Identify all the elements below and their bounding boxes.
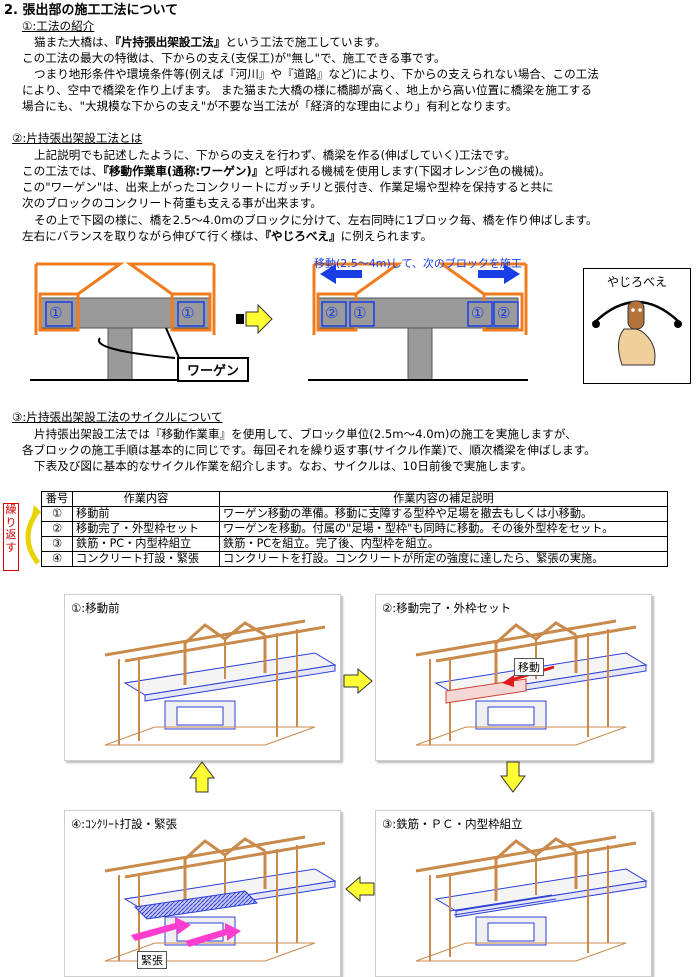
yajirobe-icon [592, 300, 682, 366]
step-panel-3-label: ③:鉄筋・ＰＣ・内型枠組立 [382, 817, 523, 831]
move-caption: 移動(2.5～4m)して、次のブロックを施工 [314, 257, 522, 270]
flow-arrow-down-icon [500, 761, 526, 793]
sec3-line2: 各ブロックの施工手順は基本的に同じです。毎回それを繰り返す事(サイクル作業)で、… [22, 443, 596, 457]
tension-badge: 緊張 [137, 951, 167, 969]
block-label-1-left: ① [49, 304, 63, 322]
blue-arrow-left-icon [320, 264, 362, 284]
sec2-title: ②:片持張出架設工法とは [12, 131, 143, 145]
sec1-line4: により、空中で橋梁を作り上げます。 また猫また大橋の様に橋脚が高く、地上から高い… [22, 83, 592, 97]
col-header-number: 番号 [41, 491, 73, 507]
row-number: ② [41, 521, 73, 537]
sec3-title: ③:片持張出架設工法のサイクルについて [12, 410, 223, 424]
row-task: 移動完了・外型枠セット [72, 521, 220, 537]
sec1-line5: 場合にも、"大規模な下からの支え"が不要な当工法が「経済的な理由により」有利とな… [22, 99, 518, 113]
flow-arrow-right-icon [343, 668, 373, 694]
row-number: ① [41, 506, 73, 522]
yajirobe-box: やじろべえ [583, 268, 691, 384]
table-row: ① 移動前 ワーゲン移動の準備。移動に支障する型枠や足場を撤去もしくは小移動。 [41, 506, 668, 522]
pier-diagram-left [30, 262, 220, 381]
row-task: 移動前 [72, 506, 220, 522]
block-label-2-left: ② [325, 304, 339, 322]
yajirobe-title: やじろべえ [606, 275, 667, 289]
cycle-table: 番号 作業内容 作業内容の補足説明 ① 移動前 ワーゲン移動の準備。移動に支障す… [41, 491, 668, 567]
sec1-line1: 猫また大橋は、『片持張出架設工法』という工法で施工しています。 [34, 35, 387, 49]
step-panel-2: ②:移動完了・外枠セット 移動 [375, 594, 652, 761]
flow-arrow-left-icon [345, 876, 375, 902]
col-header-task: 作業内容 [72, 491, 220, 507]
yellow-arrow-right-icon [236, 303, 273, 335]
table-row: ④ コンクリート打設・緊張 コンクリートを打設。コンクリートが所定の強度に達した… [41, 551, 668, 567]
repeat-arrow-icon [25, 505, 42, 565]
sec3-line1: 片持張出架設工法では『移動作業車』を使用して、ブロック単位(2.5m～4.0m)… [34, 427, 577, 441]
block-label-1-right-b: ① [471, 304, 485, 322]
wagen-label: ワーゲン [177, 357, 250, 382]
sec1-line3: つまり地形条件や環境条件等(例えば『河川』や『道路』など)により、下からの支えら… [34, 67, 599, 81]
sec2-line6: 左右にバランスを取りながら伸びて行く様は、『やじろべえ』に例えられます。 [22, 229, 433, 243]
sec2-line1: 上記説明でも記述したように、下からの支えを行わず、橋梁を作る(伸ばしていく)工法… [34, 148, 516, 162]
flow-arrow-up-icon [189, 761, 215, 793]
sec2-line4: 次のブロックのコンクリート荷重も支える事が出来ます。 [22, 196, 322, 210]
blue-arrow-right-icon [478, 264, 520, 284]
step-panel-4-label: ④:ｺﾝｸﾘｰﾄ打設・緊張 [71, 817, 178, 831]
step-panel-3: ③:鉄筋・ＰＣ・内型枠組立 [375, 810, 652, 977]
pier-diagram-right [308, 262, 528, 381]
col-header-detail: 作業内容の補足説明 [219, 491, 668, 507]
sec1-title: ①:工法の紹介 [22, 19, 95, 33]
row-task: 鉄筋・PC・内型枠組立 [72, 536, 220, 552]
row-detail: ワーゲン移動の準備。移動に支障する型枠や足場を撤去もしくは小移動。 [219, 506, 668, 522]
row-task: コンクリート打設・緊張 [72, 551, 220, 567]
step-panel-1-label: ①:移動前 [71, 601, 120, 615]
block-label-1-left-b: ① [353, 304, 367, 322]
sec2-line5: その上で下図の様に、橋を2.5～4.0mのブロックに分けて、左右同時に1ブロック… [34, 213, 598, 227]
table-row: ② 移動完了・外型枠セット ワーゲンを移動。付属の"足場・型枠"も同時に移動。そ… [41, 521, 668, 537]
row-number: ④ [41, 551, 73, 567]
move-badge: 移動 [514, 658, 544, 676]
cantilever-diagram [30, 262, 528, 381]
table-row: ③ 鉄筋・PC・内型枠組立 鉄筋・PCを組立。完了後、内型枠を組立。 [41, 536, 668, 552]
repeat-label: 繰り返す [3, 503, 19, 571]
sec2-line3: この"ワーゲン"は、出来上がったコンクリートにガッチリと張付き、作業足場や型枠を… [22, 180, 554, 194]
table-header-row: 番号 作業内容 作業内容の補足説明 [41, 491, 668, 507]
step-panel-2-label: ②:移動完了・外枠セット [382, 601, 512, 615]
row-detail: ワーゲンを移動。付属の"足場・型枠"も同時に移動。その後外型枠をセット。 [219, 521, 668, 537]
row-number: ③ [41, 536, 73, 552]
section-heading: 2. 張出部の施工工法について [4, 3, 179, 18]
sec3-line3: 下表及び図に基本的なサイクル作業を紹介します。なお、サイクルは、10日前後で実施… [34, 459, 533, 473]
block-label-2-right: ② [497, 304, 511, 322]
sec2-line2: この工法では、『移動作業車(通称:ワーゲン)』と呼ばれる機械を使用します(下図オ… [22, 164, 551, 178]
step-panel-1: ①:移動前 [64, 594, 341, 761]
row-detail: コンクリートを打設。コンクリートが所定の強度に達したら、緊張の実施。 [219, 551, 668, 567]
sec1-line2: この工法の最大の特徴は、下からの支え(支保工)が"無し"で、施工できる事です。 [22, 51, 446, 65]
block-label-1-right: ① [181, 304, 195, 322]
step-panel-4: ④:ｺﾝｸﾘｰﾄ打設・緊張 緊張 [64, 810, 341, 977]
row-detail: 鉄筋・PCを組立。完了後、内型枠を組立。 [219, 536, 668, 552]
